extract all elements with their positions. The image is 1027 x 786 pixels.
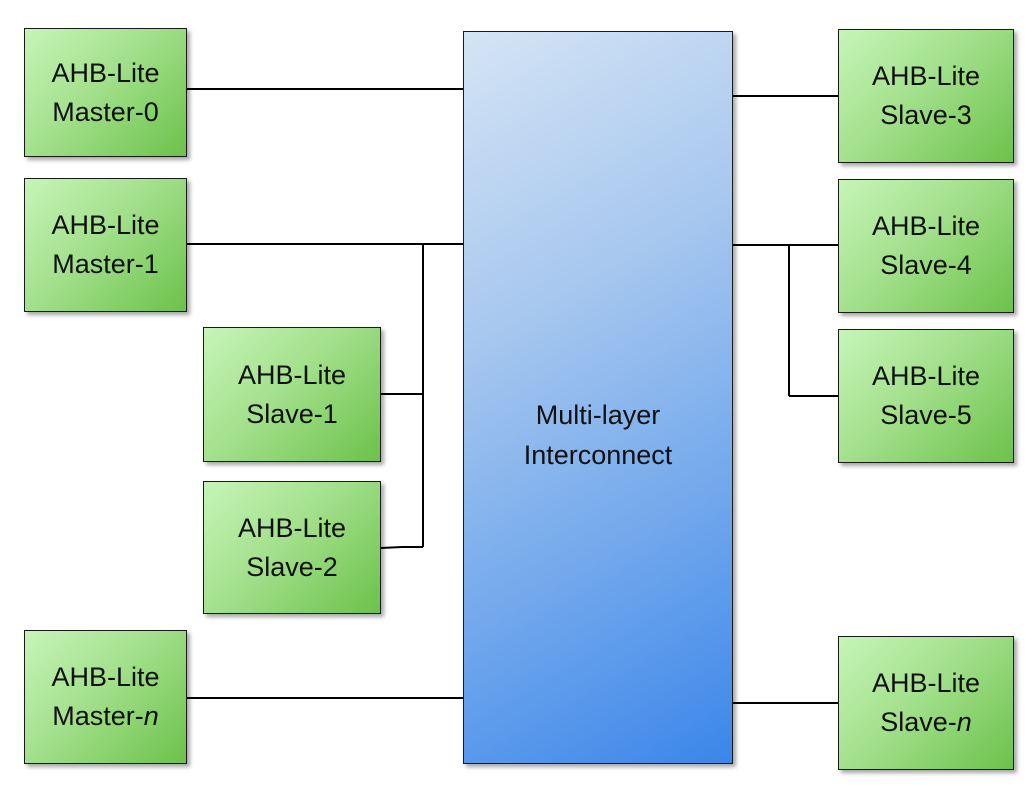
master-n-index: n (143, 701, 159, 731)
slave-5-block: AHB-Lite Slave-5 (838, 329, 1014, 463)
slave-1-block: AHB-Lite Slave-1 (203, 327, 381, 462)
master-0-block: AHB-Lite Master-0 (24, 28, 187, 157)
master-n-label: Master-n (52, 701, 159, 731)
master-1-block: AHB-Lite Master-1 (24, 178, 187, 312)
slave-4-block: AHB-Lite Slave-4 (838, 179, 1014, 313)
multi-layer-interconnect: Multi-layer Interconnect (463, 31, 733, 764)
slave-1-index: 1 (322, 398, 338, 429)
slave-1-type: AHB-Lite (237, 359, 347, 390)
slave-2-block: AHB-Lite Slave-2 (203, 481, 381, 614)
slave-2-index: 2 (322, 551, 338, 582)
slave-1-label: Slave-1 (246, 398, 338, 429)
slave-3-type: AHB-Lite (871, 61, 981, 91)
wire-slave-2 (380, 546, 423, 549)
slave-2-type: AHB-Lite (237, 512, 347, 543)
slave-3-label: Slave-3 (880, 100, 972, 130)
slave-n-label: Slave-n (880, 707, 972, 737)
slave-4-index: 4 (956, 250, 972, 280)
master-0-label: Master-0 (52, 96, 159, 127)
master-n-type: AHB-Lite (51, 662, 160, 692)
slave-5-type: AHB-Lite (871, 361, 981, 391)
slave-5-label: Slave-5 (880, 400, 972, 430)
slave-4-label: Slave-4 (880, 250, 972, 280)
interconnect-label-line2: Interconnect (523, 440, 673, 470)
master-1-type: AHB-Lite (51, 210, 160, 240)
master-0-type: AHB-Lite (51, 57, 160, 88)
master-0-index: 0 (143, 96, 159, 127)
master-1-label: Master-1 (52, 249, 159, 279)
slave-4-type: AHB-Lite (871, 211, 981, 241)
slave-n-block: AHB-Lite Slave-n (838, 636, 1014, 770)
slave-n-type: AHB-Lite (871, 668, 981, 698)
interconnect-label-line1: Multi-layer (535, 400, 661, 430)
slave-3-index: 3 (956, 100, 972, 130)
master-n-block: AHB-Lite Master-n (24, 630, 187, 764)
slave-3-block: AHB-Lite Slave-3 (838, 29, 1014, 163)
slave-2-label: Slave-2 (246, 551, 338, 582)
slave-n-index: n (956, 707, 972, 737)
slave-5-index: 5 (956, 400, 972, 430)
master-1-index: 1 (143, 249, 159, 279)
